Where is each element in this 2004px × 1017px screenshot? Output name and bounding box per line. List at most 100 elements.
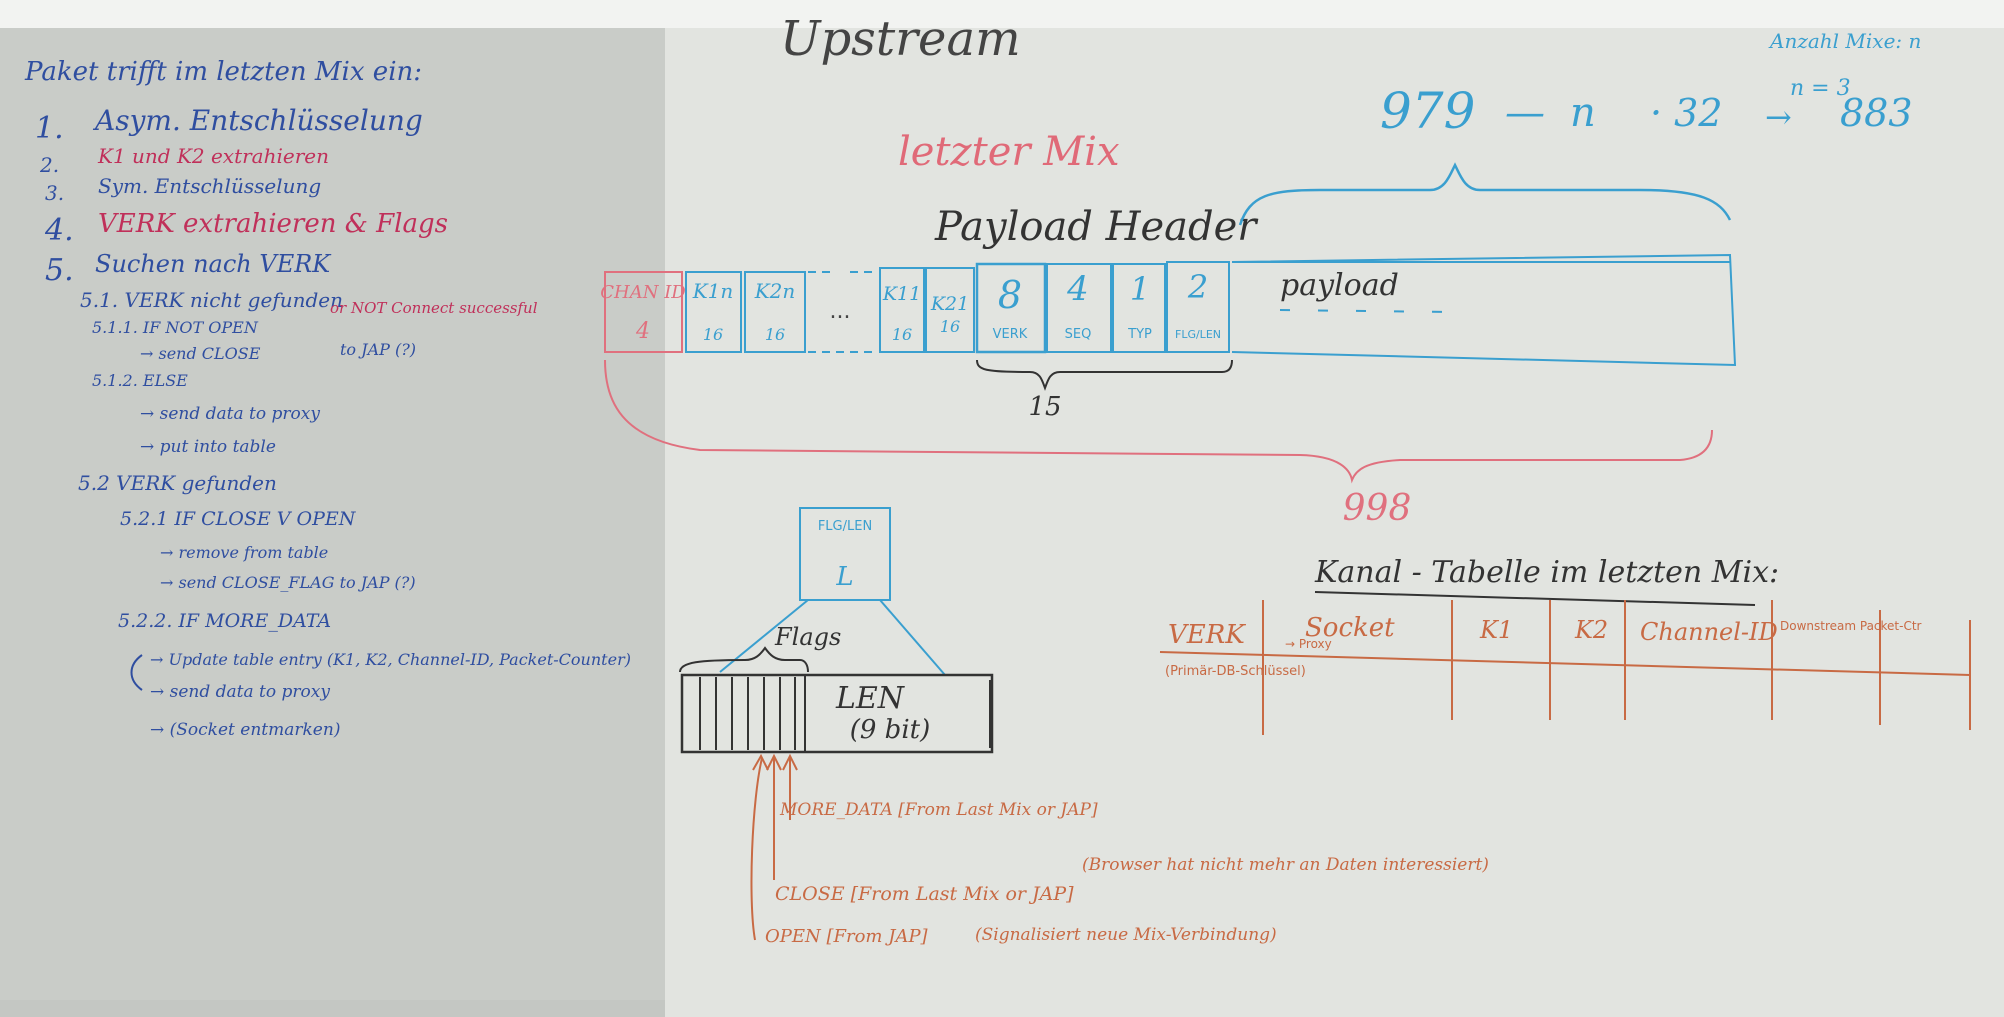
- brace-15-label: 15: [1028, 392, 1061, 422]
- step-5-1-2: 5.1.2. ELSE: [92, 371, 188, 390]
- table-header-socket-sub: → Proxy: [1285, 637, 1332, 651]
- cell-seq: [1046, 263, 1112, 353]
- cell-flglen-top: 2: [1187, 268, 1208, 306]
- flags-brace: [679, 646, 809, 673]
- len-bits-label: (9 bit): [850, 715, 931, 745]
- open-note: OPEN [From JAP]: [765, 926, 929, 947]
- close-extra: (Browser hat nicht mehr an Daten interes…: [1082, 855, 1489, 875]
- item-4-num: 4.: [44, 213, 74, 248]
- table-header-verk: VERK: [1168, 620, 1246, 650]
- payload-size-brace: [1238, 162, 1732, 226]
- len-label: LEN: [835, 681, 906, 716]
- top-white-strip: [0, 0, 2004, 28]
- open-arrowhead-icon: [752, 753, 769, 771]
- formula-minus: —: [1505, 90, 1545, 136]
- step-5-1-1-or: or NOT Connect successful: [330, 299, 538, 317]
- cell-verk: [975, 262, 1047, 354]
- table-header-channel-id: Channel-ID: [1640, 618, 1778, 646]
- item-1-num: 1.: [35, 111, 64, 146]
- close-note: CLOSE [From Last Mix or JAP]: [775, 883, 1074, 905]
- header-cells: CHAN ID 4 K1n 16 K2n 16 ... K11 16 K21 1…: [600, 253, 1737, 367]
- cell-typ-bottom: TYP: [1127, 327, 1152, 342]
- cell-seq-bottom: SEQ: [1065, 327, 1092, 342]
- table-header-downstream: Downstream Packet-Ctr: [1780, 619, 1922, 633]
- flglen-detail-l: L: [835, 562, 853, 592]
- step-5-1-1-a: → send CLOSE: [140, 344, 261, 363]
- brace-998-label: 998: [1343, 488, 1412, 529]
- item-3-num: 3.: [45, 181, 64, 205]
- table-verk-note: (Primär-DB-Schlüssel): [1165, 664, 1306, 679]
- flglen-detail-box: [799, 507, 891, 601]
- table-header-line: [1159, 651, 1971, 676]
- cell-flglen: [1166, 261, 1230, 353]
- cell-k21-bottom: 16: [940, 317, 960, 336]
- payload-box: [1231, 253, 1737, 367]
- cell-chan-id-top: CHAN ID: [600, 282, 686, 303]
- step-5-2-2-a: → Update table entry (K1, K2, Channel-ID…: [150, 650, 631, 669]
- cell-k1n: [685, 271, 742, 353]
- step-5-2-1-b: → send CLOSE_FLAG to JAP (?): [160, 573, 416, 592]
- formula-result: 883: [1840, 91, 1913, 135]
- cell-k1n-top: K1n: [692, 279, 734, 303]
- item-5-num: 5.: [45, 253, 74, 288]
- formula-arrow: →: [1765, 98, 1792, 136]
- step-5-1-1-b: to JAP (?): [340, 340, 416, 359]
- diagram: Upstream Anzahl Mixe: n n = 3 979 — n · …: [600, 11, 1921, 947]
- payload-header-label: Payload Header: [934, 204, 1259, 250]
- anzahl-mixe: Anzahl Mixe: n: [1768, 29, 1921, 53]
- table-title: Kanal - Tabelle im letzten Mix:: [1314, 555, 1779, 590]
- cell-typ-top: 1: [1130, 270, 1150, 308]
- notes-title: Paket trifft im letzten Mix ein:: [24, 57, 422, 87]
- table-header-k1: K1: [1479, 616, 1513, 644]
- cell-chan-id: [604, 271, 683, 353]
- cell-typ: [1112, 263, 1166, 353]
- left-panel: [0, 0, 665, 1017]
- cell-verk-top: 8: [998, 273, 1022, 317]
- formula-mult: · 32: [1650, 91, 1723, 135]
- formula: 979 — n · 32 → 883: [1380, 82, 1913, 140]
- cell-k2n: [744, 271, 806, 353]
- close-arrowhead-icon: [766, 753, 782, 771]
- bottom-left-strip: [0, 1000, 665, 1017]
- cell-k11: [879, 267, 925, 353]
- cell-chan-id-bottom: 4: [635, 319, 650, 344]
- item-4-text: VERK extrahieren & Flags: [98, 209, 448, 239]
- step-5-2-1: 5.2.1 IF CLOSE V OPEN: [120, 508, 357, 530]
- step-5-1: 5.1. VERK nicht gefunden: [80, 288, 343, 312]
- len-box: [680, 673, 994, 754]
- formula-n: n: [1570, 90, 1596, 136]
- cell-k11-bottom: 16: [892, 325, 912, 344]
- table-title-underline: [1314, 591, 1756, 606]
- channel-table: Kanal - Tabelle im letzten Mix: VERK Soc…: [1159, 555, 1971, 735]
- n-value: n = 3: [1790, 76, 1851, 101]
- cell-k11-top: K11: [882, 283, 921, 305]
- letzter-mix-label: letzter Mix: [898, 129, 1120, 175]
- step-5-2-2-c: → (Socket entmarken): [150, 720, 340, 740]
- formula-979: 979: [1380, 82, 1475, 140]
- flags-label: Flags: [774, 623, 841, 651]
- open-extra: (Signalisiert neue Mix-Verbindung): [975, 925, 1277, 945]
- cell-k1n-bottom: 16: [703, 325, 723, 344]
- step-5-1-2-b: → put into table: [140, 437, 276, 457]
- loop-arrow-icon: [130, 654, 143, 691]
- table-header-socket: Socket: [1305, 613, 1395, 643]
- item-2-num: 2.: [39, 153, 59, 177]
- cell-flglen-bottom: FLG/LEN: [1175, 328, 1221, 341]
- cell-k2n-bottom: 16: [765, 325, 785, 344]
- table-header-k2: K2: [1574, 616, 1608, 644]
- item-2-text: K1 und K2 extrahieren: [97, 144, 329, 168]
- item-1-text: Asym. Entschlüsselung: [92, 104, 423, 137]
- cell-k21: [925, 267, 975, 353]
- cell-verk-bottom: VERK: [993, 327, 1028, 342]
- left-notes: Paket trifft im letzten Mix ein: 1. Asym…: [24, 57, 631, 740]
- item-5-text: Suchen nach VERK: [95, 250, 332, 278]
- item-3-text: Sym. Entschlüsselung: [98, 174, 321, 198]
- cell-dots: ...: [830, 299, 851, 324]
- cell-seq-top: 4: [1066, 269, 1089, 309]
- payload-label: payload: [1280, 268, 1399, 303]
- step-5-1-1: 5.1.1. IF NOT OPEN: [92, 318, 259, 337]
- payload-dashes: [1279, 309, 1451, 313]
- open-arrow: [750, 757, 763, 941]
- step-5-2: 5.2 VERK gefunden: [78, 471, 277, 495]
